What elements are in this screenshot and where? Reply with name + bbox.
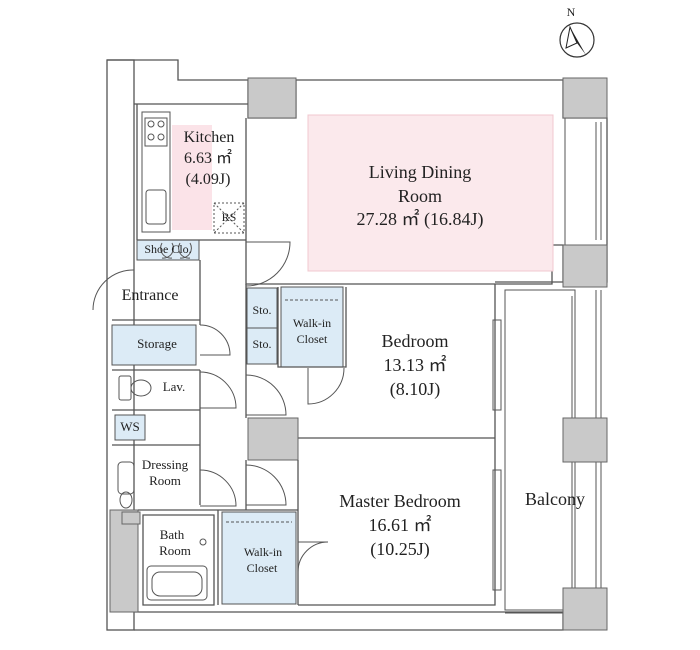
door-swings: [92, 241, 345, 573]
closet-rails: [226, 299, 338, 523]
sink-icon: [145, 189, 167, 225]
living-highlight: [307, 114, 554, 272]
kitchen-fixtures: [141, 111, 245, 234]
walkin-closet-2-line1: Walk-in: [243, 545, 283, 559]
lavatory-label: Lav.: [162, 379, 186, 394]
bathtub-icon: [146, 565, 208, 601]
storage-label: Storage: [137, 336, 177, 351]
walkin-closet-1-line2: Closet: [296, 332, 328, 346]
dressing-room-line2: Room: [149, 473, 181, 488]
sto-1-label: Sto.: [252, 303, 272, 317]
north-arrow-icon: [559, 22, 595, 58]
bath-room-line2: Room: [159, 543, 191, 558]
ws-fill: [114, 414, 146, 441]
sto-2-fill: [246, 327, 278, 365]
bedroom-name: Bedroom: [381, 331, 449, 351]
bedroom-area: 13.13 ㎡: [383, 355, 447, 375]
walkin-closet-2-fill: [221, 511, 297, 605]
exterior-outline: [106, 59, 608, 631]
bath-fixtures: [117, 375, 208, 601]
structural-columns: [109, 77, 608, 631]
storage-fill: [111, 324, 197, 366]
kitchen-tatami: (4.09J): [185, 171, 231, 188]
stove-icon: [144, 117, 168, 147]
entrance-label: Entrance: [121, 287, 179, 304]
basin-icon: [117, 461, 135, 495]
sto-2-label: Sto.: [252, 337, 272, 351]
master-bedroom-name: Master Bedroom: [339, 491, 461, 511]
shower-icon: [199, 538, 207, 546]
kitchen-name: Kitchen: [183, 129, 235, 146]
living-area: 27.28 ㎡ (16.84J): [356, 209, 484, 229]
interior-walls: [112, 103, 495, 606]
master-bedroom-tatami: (10.25J): [370, 539, 430, 559]
living-name-line1: Living Dining: [368, 162, 472, 182]
balcony-label: Balcony: [525, 489, 585, 509]
ws-label: WS: [120, 419, 140, 434]
kitchen-highlight: [172, 125, 212, 230]
toilet-icon: [118, 375, 132, 401]
dressing-room-line1: Dressing: [141, 457, 189, 472]
north-label: N: [566, 5, 576, 19]
walkin-closet-1-line1: Walk-in: [292, 316, 332, 330]
bedroom-windows: [492, 319, 502, 591]
sto-1-fill: [246, 287, 278, 329]
master-bedroom-area: 16.61 ㎡: [368, 515, 432, 535]
shoe-closet-label: Shoe Clo.: [144, 242, 192, 256]
kitchen-area: 6.63 ㎡: [183, 150, 233, 167]
bath-room-line1: Bath: [159, 527, 185, 542]
rs-label: RS: [221, 210, 237, 224]
walkin-closet-2-line2: Closet: [246, 561, 278, 575]
bedroom-tatami: (8.10J): [389, 379, 441, 399]
living-name-line2: Room: [397, 186, 443, 206]
